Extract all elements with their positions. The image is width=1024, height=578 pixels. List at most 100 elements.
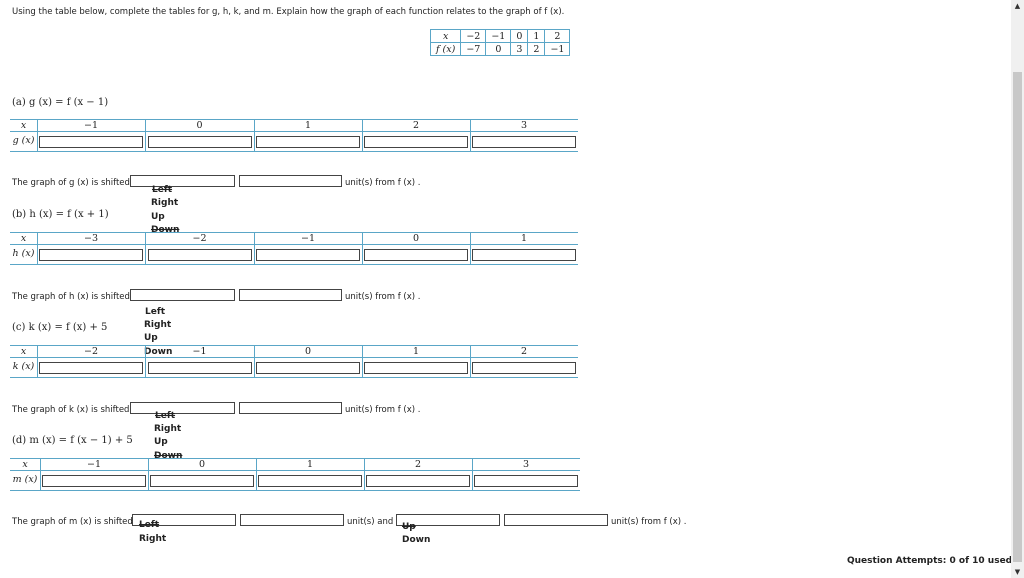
attempts-counter: Question Attempts: 0 of 10 used [847,556,1013,566]
part-b-direction-select[interactable] [130,289,235,301]
k-value-input[interactable] [39,362,143,374]
x-value: 3 [520,120,528,131]
part-b-label: (b) h (x) = f (x + 1) [12,209,109,220]
part-d-horizontal-select[interactable] [132,514,236,526]
x-value: 1 [304,120,312,131]
h-value-input[interactable] [256,249,360,261]
table-border [37,345,38,377]
x-value: 0 [198,459,206,470]
part-d-label: (d) m (x) = f (x − 1) + 5 [12,435,133,446]
table-border [470,345,471,377]
scroll-up-icon[interactable]: ▲ [1014,2,1021,10]
x-value: −2 [192,233,207,244]
part-d-horizontal-units-input[interactable] [240,514,344,526]
x-value: 1 [306,459,314,470]
g-value-input[interactable] [472,136,576,148]
option-right[interactable]: Right [139,534,167,544]
x-value: 0 [304,346,312,357]
scrollbar-thumb[interactable] [1013,72,1022,562]
part-b-units-input[interactable] [239,289,342,301]
table-border [10,232,578,233]
k-value-input[interactable] [256,362,360,374]
table-border [10,119,578,120]
m-value-input[interactable] [42,475,146,487]
f-table-fx-label: f (x) [429,42,462,56]
table-border [254,119,255,151]
m-value-input[interactable] [258,475,362,487]
x-value: −1 [192,346,207,357]
option-right[interactable]: Right [144,320,172,330]
x-value: 1 [412,346,420,357]
row-label-fx: h (x) [12,248,35,259]
option-up[interactable]: Up [144,333,158,343]
option-up[interactable]: Up [151,212,165,222]
g-value-input[interactable] [364,136,468,148]
part-d-vertical-units-input[interactable] [504,514,608,526]
part-a-units-input[interactable] [239,175,342,187]
table-border [470,232,471,264]
table-border [10,244,578,245]
table-border [362,345,363,377]
option-down[interactable]: Down [151,225,180,235]
m-value-input[interactable] [366,475,470,487]
h-value-input[interactable] [39,249,143,261]
option-down[interactable]: Down [402,535,431,545]
option-right[interactable]: Right [151,198,179,208]
g-value-input[interactable] [39,136,143,148]
g-value-input[interactable] [148,136,252,148]
h-value-input[interactable] [364,249,468,261]
m-value-input[interactable] [474,475,578,487]
row-label-fx: m (x) [12,474,38,485]
part-a-shift-suffix: unit(s) from f (x) . [345,178,421,188]
option-left[interactable]: Left [152,185,173,195]
f-table-x-row: x −2 −1 0 1 2 [429,29,571,43]
row-label-fx: g (x) [12,135,35,146]
x-value: −1 [86,459,101,470]
table-border [145,345,146,377]
k-value-input[interactable] [148,362,252,374]
x-value: 0 [412,233,420,244]
part-d-vertical-select[interactable] [396,514,500,526]
table-border [10,470,580,471]
option-right[interactable]: Right [154,424,182,434]
table-border [254,345,255,377]
option-left[interactable]: Left [139,520,160,530]
f-fx-val: 2 [527,42,546,56]
part-a-direction-select[interactable] [130,175,235,187]
f-fx-val: 3 [510,42,529,56]
f-x-val: 2 [544,29,571,43]
option-up[interactable]: Up [402,522,416,532]
k-value-input[interactable] [472,362,576,374]
part-c-direction-select[interactable] [130,402,235,414]
row-label-x: x [22,459,28,470]
table-border [362,119,363,151]
option-left[interactable]: Left [145,307,166,317]
m-value-input[interactable] [150,475,254,487]
table-border [10,377,578,378]
h-value-input[interactable] [148,249,252,261]
k-value-input[interactable] [364,362,468,374]
x-value: 1 [520,233,528,244]
f-fx-val: −1 [544,42,571,56]
table-border [10,264,578,265]
table-border [145,232,146,264]
option-down[interactable]: Down [154,451,183,461]
part-a-label: (a) g (x) = f (x − 1) [12,97,109,108]
f-x-val: 0 [510,29,529,43]
option-down[interactable]: Down [144,347,173,357]
f-table-x-label: x [429,29,462,43]
option-up[interactable]: Up [154,437,168,447]
scroll-down-icon[interactable]: ▼ [1014,568,1021,576]
option-left[interactable]: Left [155,411,176,421]
table-border [364,458,365,490]
part-c-units-input[interactable] [239,402,342,414]
x-value: −2 [83,346,98,357]
g-value-input[interactable] [256,136,360,148]
table-border [148,458,149,490]
part-c-label: (c) k (x) = f (x) + 5 [12,322,108,333]
x-value: 2 [520,346,528,357]
x-value: −3 [83,233,98,244]
h-value-input[interactable] [472,249,576,261]
f-fx-val: −7 [460,42,487,56]
table-border [472,458,473,490]
